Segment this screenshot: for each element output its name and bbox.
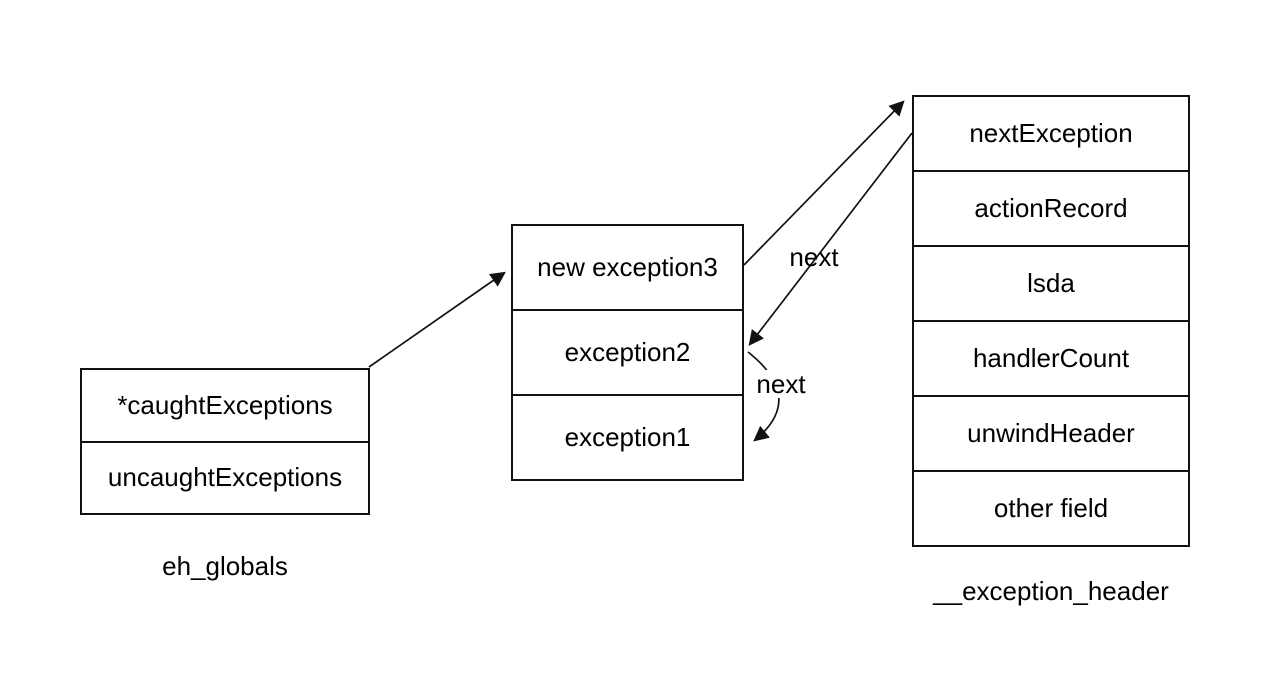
arrow-exception3-to-header <box>743 100 905 266</box>
cell-lsda: lsda <box>914 247 1188 322</box>
exception-stack-box: new exception3 exception2 exception1 <box>511 224 744 481</box>
cell-caught-exceptions: *caughtExceptions <box>82 370 368 443</box>
cell-exception2: exception2 <box>513 311 742 396</box>
exception-header-label: __exception_header <box>933 576 1169 606</box>
cell-action-record: actionRecord <box>914 172 1188 247</box>
arrow-caught-to-exception3 <box>368 271 506 368</box>
cell-uncaught-exceptions: uncaughtExceptions <box>107 462 343 493</box>
edge-label-next-to-exception1: next <box>751 370 811 398</box>
eh-globals-label: eh_globals <box>162 551 288 581</box>
eh-globals-box: *caughtExceptions uncaughtExceptions <box>80 368 370 515</box>
cell-handler-count: handlerCount <box>914 322 1188 397</box>
cell-other-field: other field <box>993 493 1109 523</box>
cell-unwind-header: unwindHeader <box>914 397 1188 472</box>
cell-exception1: exception1 <box>564 422 691 452</box>
exception-header-box: nextException actionRecord lsda handlerC… <box>912 95 1190 547</box>
arrow-next-to-exception2 <box>748 132 913 346</box>
edge-label-next-to-exception2: next <box>789 242 839 272</box>
cell-next-exception: nextException <box>914 97 1188 172</box>
cell-new-exception3: new exception3 <box>513 226 742 311</box>
